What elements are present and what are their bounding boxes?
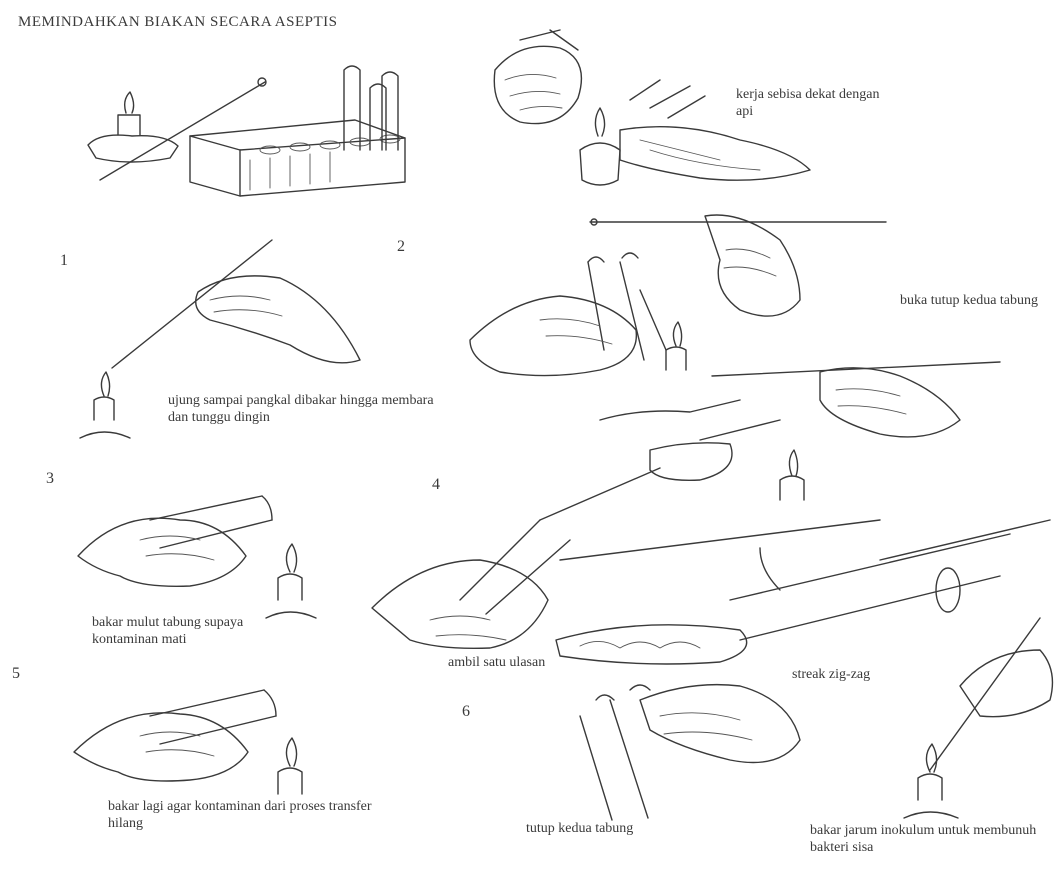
caption-flame-inoculum: bakar jarum inokulum untuk membunuh bakt…	[810, 822, 1050, 856]
step6-close-tubes-illustration	[580, 618, 1052, 820]
step-number-3: 3	[46, 470, 54, 487]
step2-open-tubes-illustration	[470, 215, 1000, 480]
step-number-1: 1	[60, 252, 68, 269]
caption-take-loop: ambil satu ulasan	[448, 654, 558, 671]
caption-heat-loop: ujung sampai pangkal dibakar hingga memb…	[168, 392, 448, 426]
caption-open-caps: buka tutup kedua tabung	[900, 292, 1050, 309]
caption-close-tubes: tutup kedua tabung	[526, 820, 633, 837]
step5-flame-again-illustration	[74, 690, 302, 794]
caption-flame-tube-mouth: bakar mulut tabung supaya kontaminan mat…	[92, 614, 312, 648]
caption-work-near-flame: kerja sebisa dekat dengan api	[736, 86, 886, 120]
step-number-5: 5	[12, 665, 20, 682]
caption-streak: streak zig-zag	[792, 666, 870, 683]
tube-rack-illustration	[88, 66, 405, 196]
step3-flame-tube-illustration	[78, 496, 316, 618]
step4-streak-illustration	[372, 450, 1050, 664]
step-number-2: 2	[397, 238, 405, 255]
step-number-4: 4	[432, 476, 440, 493]
step-number-6: 6	[462, 703, 470, 720]
diagram-title: MEMINDAHKAN BIAKAN SECARA ASEPTIS	[18, 14, 337, 31]
caption-flame-again: bakar lagi agar kontaminan dari proses t…	[108, 798, 408, 832]
